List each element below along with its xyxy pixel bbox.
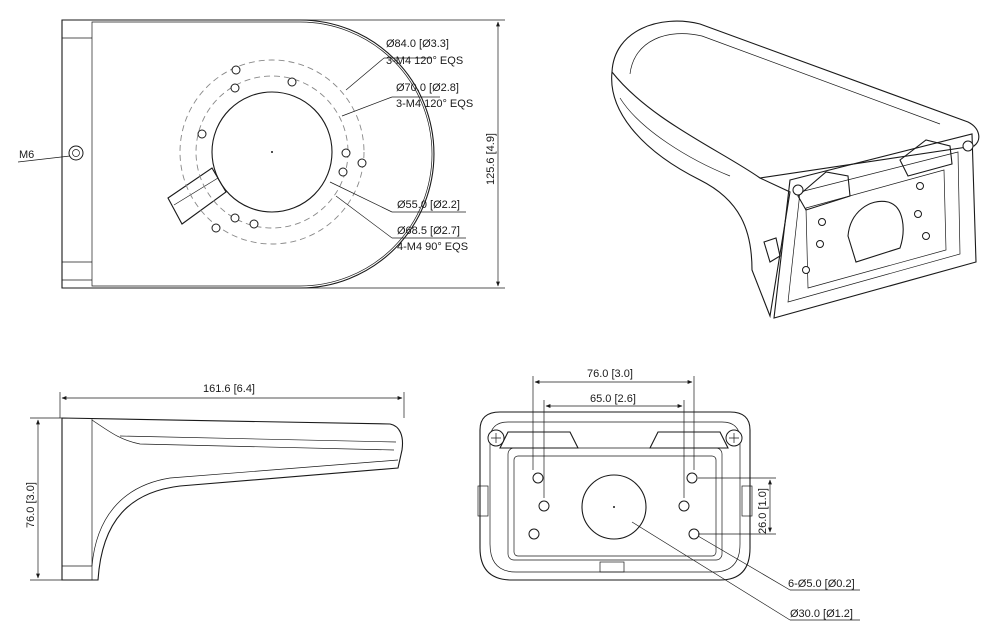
hole	[231, 65, 241, 75]
m6-screw-inner	[72, 149, 80, 157]
front-clip-right	[741, 485, 753, 517]
label-inner-width: 65.0 [2.6]	[590, 393, 636, 405]
leader-84	[345, 57, 385, 91]
hole	[249, 219, 259, 229]
front-tab-right	[649, 431, 729, 449]
m6-leader	[17, 155, 71, 163]
top-view-outline	[61, 19, 435, 289]
side-view-mid-edge	[119, 435, 397, 443]
label-circle-84-holes: 3-M4 120° EQS	[386, 55, 463, 67]
side-view-outline	[61, 417, 404, 581]
bolt-circle-84	[179, 59, 365, 245]
hole	[802, 266, 810, 274]
label-circle-68: Ø68.5 [Ø2.7]	[397, 225, 460, 237]
iso-top-surface	[611, 20, 980, 179]
hole	[538, 500, 550, 512]
label-outer-width: 76.0 [3.0]	[587, 368, 633, 380]
hole	[816, 240, 824, 248]
hole	[528, 528, 540, 540]
iso-tab-right	[899, 139, 953, 177]
hole	[688, 528, 700, 540]
front-center-point	[613, 506, 615, 508]
label-hole-spacing: 26.0 [1.0]	[757, 488, 769, 534]
leader-70	[341, 96, 393, 117]
iso-tab-left	[797, 171, 851, 211]
hole	[916, 182, 924, 190]
hole	[686, 472, 698, 484]
hole	[922, 232, 930, 240]
side-view: 161.6 [6.4] 76.0 [3.0]	[25, 383, 405, 581]
hole	[532, 472, 544, 484]
iso-screw-icon	[962, 140, 974, 152]
label-side-height: 76.0 [3.0]	[25, 482, 37, 528]
front-clip-left	[477, 485, 489, 517]
side-view-inner-curve	[91, 459, 399, 567]
hole	[197, 129, 207, 139]
hole	[338, 167, 348, 177]
front-mount-plate-inner	[513, 455, 717, 557]
hole	[211, 223, 221, 233]
leader-68	[335, 195, 393, 239]
side-view-top-edge	[91, 419, 395, 451]
cable-channel	[167, 167, 227, 225]
front-holes	[528, 472, 700, 540]
front-screw-cross	[729, 433, 739, 443]
isometric-view	[611, 20, 980, 319]
label-length: 161.6 [6.4]	[203, 383, 255, 395]
label-height: 125.6 [4.9]	[485, 133, 497, 185]
m6-label: M6	[19, 149, 34, 161]
top-view: M6 Ø84.0 [Ø3.3] 3-M4 120° EQS	[17, 19, 505, 289]
iso-mount-plate	[805, 169, 947, 289]
hole	[230, 83, 240, 93]
label-circle-70: Ø70.0 [Ø2.8]	[396, 82, 459, 94]
hole	[341, 148, 351, 158]
front-view-inner-outline	[489, 421, 741, 573]
label-circle-55: Ø55.0 [Ø2.2]	[397, 199, 460, 211]
iso-screw-icon	[792, 184, 804, 196]
center-point	[271, 151, 273, 153]
front-bottom-tab	[599, 561, 625, 573]
label-circle-70-holes: 3-M4 120° EQS	[396, 98, 473, 110]
top-view-inner-outline	[91, 21, 433, 287]
front-tab-left	[499, 431, 579, 449]
front-screw-cross	[491, 433, 501, 443]
iso-top-inner	[629, 33, 941, 125]
iso-arm-body	[611, 71, 791, 319]
label-circle-84: Ø84.0 [Ø3.3]	[386, 38, 449, 50]
iso-back-plate-inner	[787, 151, 961, 303]
cable-channel-line	[173, 177, 219, 206]
hole	[914, 210, 922, 218]
leader-55	[329, 181, 393, 213]
label-holes: 6-Ø5.0 [Ø0.2]	[788, 578, 855, 590]
hole	[678, 500, 690, 512]
front-center-hole	[581, 474, 647, 540]
hole	[818, 218, 826, 226]
front-view: 76.0 [3.0] 65.0 [2.6] 26.0 [1.0] 6-Ø5.0 …	[477, 368, 860, 621]
hole	[230, 213, 240, 223]
iso-back-plate	[773, 133, 977, 319]
leader-holes	[697, 535, 791, 591]
leader-center-hole	[631, 521, 791, 621]
front-view-outline	[479, 411, 751, 581]
m6-screw-icon	[68, 145, 84, 161]
label-circle-68-holes: 4-M4 90° EQS	[397, 241, 468, 253]
iso-cable-clip	[763, 237, 781, 263]
front-mount-plate	[507, 447, 723, 561]
iso-center-opening	[847, 200, 904, 263]
iso-arm-edge	[619, 97, 731, 177]
hole	[287, 77, 297, 87]
label-center-hole: Ø30.0 [Ø1.2]	[790, 608, 853, 620]
center-opening	[211, 91, 333, 213]
iso-holes	[802, 182, 930, 274]
mounting-holes	[197, 65, 367, 233]
hole	[357, 158, 367, 168]
